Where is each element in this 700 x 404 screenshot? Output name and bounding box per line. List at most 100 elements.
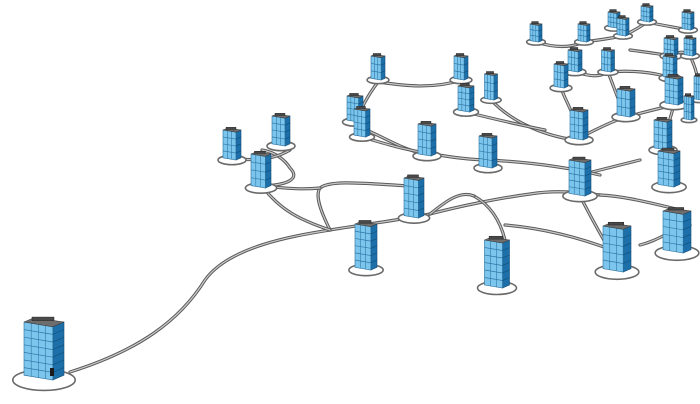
floor-line	[478, 158, 493, 161]
roof-unit	[420, 121, 432, 124]
floor-line	[657, 163, 674, 168]
building-front-face	[640, 5, 650, 23]
floor-line	[529, 29, 539, 32]
floor-line	[370, 252, 378, 256]
floor-line	[577, 34, 587, 37]
floor-line	[607, 16, 617, 19]
floor-line	[484, 254, 503, 259]
floor-line	[692, 48, 697, 51]
floor-line	[493, 90, 498, 93]
roof-unit	[31, 316, 55, 321]
roof-unit	[486, 71, 494, 74]
floor-line	[584, 186, 592, 190]
floor-line	[235, 143, 242, 147]
floor-line	[625, 28, 630, 31]
roof-unit	[356, 106, 366, 109]
floor-line	[657, 177, 674, 181]
floor-line	[430, 146, 437, 149]
floor-line	[657, 170, 674, 175]
floor-line	[370, 230, 378, 235]
floor-line	[582, 123, 589, 127]
building-side-face	[610, 49, 615, 73]
floor-line	[265, 169, 272, 173]
roof-unit	[608, 221, 624, 226]
floor-line	[417, 146, 432, 149]
roof-unit	[683, 9, 691, 12]
roof-unit	[488, 235, 504, 240]
roof-unit	[685, 93, 691, 96]
floor-line	[672, 62, 678, 65]
floor-line	[683, 233, 692, 238]
floor-line	[457, 103, 470, 107]
floor-line	[478, 143, 493, 146]
floor-line	[418, 185, 425, 189]
floor-line	[370, 259, 378, 264]
floor-line	[529, 34, 539, 37]
floor-line	[484, 89, 494, 93]
floor-line	[577, 29, 587, 32]
floor-line	[673, 164, 681, 168]
tower-24	[563, 47, 587, 77]
floor-line	[469, 91, 475, 95]
floor-line	[222, 136, 237, 140]
floor-line	[463, 70, 469, 73]
floor-line	[568, 179, 585, 184]
building-side-face	[673, 150, 681, 188]
tower-6	[562, 156, 598, 203]
floor-line	[601, 56, 611, 59]
floor-line	[662, 241, 684, 246]
roof-unit	[685, 35, 693, 38]
floor-line	[271, 136, 286, 140]
building-side-face	[577, 49, 583, 73]
roof-unit	[225, 127, 237, 130]
floor-line	[563, 71, 569, 74]
roof-unit	[254, 150, 266, 154]
tower-22	[480, 71, 502, 105]
floor-line	[52, 352, 65, 358]
roof-unit	[656, 117, 668, 120]
road-centerline	[599, 194, 681, 211]
roof-unit	[572, 156, 586, 160]
floor-line	[365, 121, 371, 125]
road-centerline	[261, 149, 295, 187]
tower-21	[449, 53, 473, 85]
floor-line	[616, 28, 626, 31]
floor-line	[662, 62, 674, 65]
floor-line	[672, 69, 678, 72]
floor-line	[602, 234, 624, 239]
building-front-face	[602, 225, 624, 273]
floor-line	[582, 116, 589, 120]
floor-line	[469, 97, 475, 101]
floor-line	[653, 133, 668, 137]
floor-line	[370, 63, 382, 66]
building-side-face	[463, 55, 469, 81]
floor-line	[623, 234, 632, 239]
floor-line	[664, 96, 679, 99]
building-front-face	[553, 63, 565, 89]
floor-line	[568, 172, 585, 177]
building-front-face	[683, 37, 693, 57]
tower-36	[680, 93, 698, 124]
building-side-face	[563, 63, 569, 89]
floor-line	[457, 97, 470, 101]
building-front-face	[662, 210, 684, 254]
floor-line	[677, 89, 684, 93]
floor-line	[430, 131, 437, 134]
floor-line	[502, 269, 510, 274]
floor-line	[365, 115, 371, 118]
floor-line	[625, 23, 630, 26]
building-side-face	[649, 5, 654, 23]
roof-unit	[407, 174, 419, 178]
building-side-face	[380, 55, 386, 81]
roof-unit	[460, 83, 470, 86]
floor-line	[271, 122, 286, 126]
floor-line	[569, 116, 584, 120]
floor-line	[354, 230, 371, 235]
floor-line	[649, 15, 654, 18]
floor-line	[584, 179, 592, 183]
tower-8	[244, 150, 278, 195]
floor-line	[629, 97, 636, 101]
building-side-face	[690, 95, 695, 121]
floor-line	[629, 105, 636, 109]
roof-unit	[618, 15, 626, 18]
